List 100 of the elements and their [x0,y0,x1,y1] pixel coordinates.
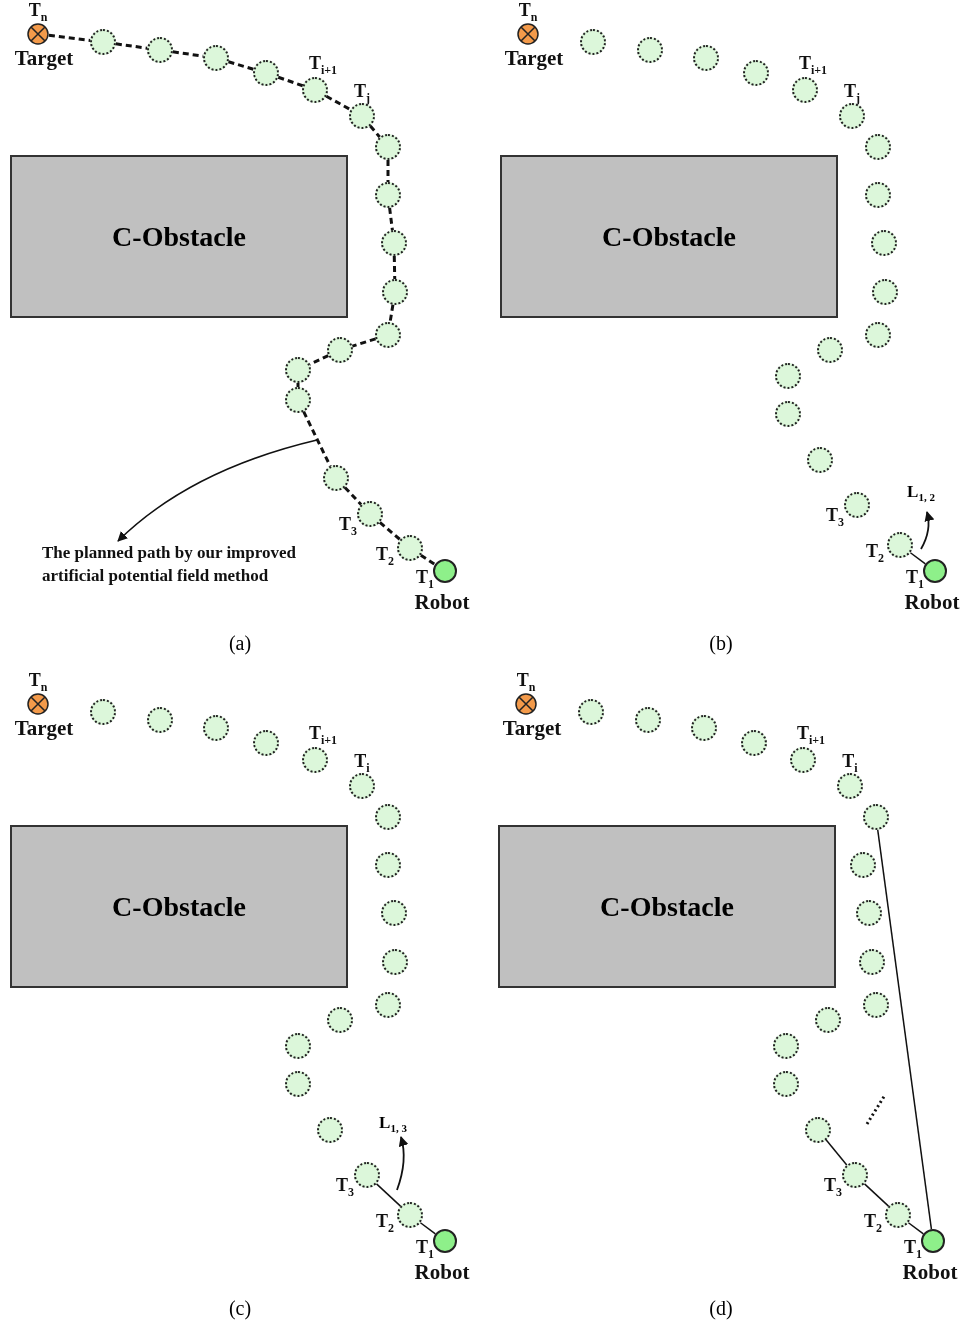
waypoint-label: T$_{1}$ [904,1238,922,1260]
waypoint-circle [349,103,375,129]
waypoint-circle [302,77,328,103]
target-marker [27,23,49,45]
waypoint-label: T$_{i+1}$ [308,54,338,76]
path-line [309,354,329,366]
waypoint-circle [887,532,913,558]
waypoint-label: T$_{n}$ [28,671,48,693]
waypoint-circle [580,29,606,55]
waypoint-label: T$_{1}$ [416,568,434,590]
waypoint-circle [865,182,891,208]
obstacle-box: C-Obstacle [10,825,348,988]
waypoint-circle [203,45,229,71]
path-line [351,337,377,348]
waypoint-circle [578,699,604,725]
waypoint-circle [375,992,401,1018]
robot-circle [921,1229,945,1253]
waypoint-circle [317,1117,343,1143]
waypoint-circle [790,747,816,773]
path-line [48,33,91,42]
path-line [369,125,381,138]
waypoint-label: T$_{n}$ [516,671,536,693]
waypoint-circle [354,1162,380,1188]
connecting-line [877,829,933,1230]
waypoint-label: T$_{i+1}$ [798,54,828,76]
obstacle-box: C-Obstacle [500,155,838,318]
path-line [277,75,304,88]
waypoint-circle [327,337,353,363]
waypoint-circle [203,715,229,741]
waypoint-circle [691,715,717,741]
target-marker [515,693,537,715]
waypoint-circle [842,1162,868,1188]
waypoint-circle [743,60,769,86]
waypoint-circle [773,1071,799,1097]
waypoint-circle [817,337,843,363]
waypoint-label: T$_{2}$ [376,1212,394,1234]
panel-caption: (d) [709,1298,733,1318]
robot-circle [433,559,457,583]
waypoint-label: T$_{2}$ [866,542,884,564]
waypoint-circle [693,45,719,71]
waypoint-circle [285,1033,311,1059]
waypoint-circle [285,387,311,413]
waypoint-circle [147,707,173,733]
waypoint-circle [741,730,767,756]
waypoint-circle [90,29,116,55]
robot-circle [923,559,947,583]
waypoint-circle [382,949,408,975]
panel-caption: (c) [228,1298,252,1318]
waypoint-circle [865,322,891,348]
waypoint-circle [285,1071,311,1097]
path-line [343,486,363,506]
waypoint-circle [375,134,401,160]
robot-label: Robot [414,591,470,613]
waypoint-circle [773,1033,799,1059]
waypoint-label: T$_{i}$ [842,752,858,774]
connecting-line [907,1222,925,1235]
waypoint-circle [382,279,408,305]
target-marker [27,693,49,715]
line-label: L$_{1, 2}$ [907,482,935,504]
waypoint-label: T$_{i}$ [354,752,370,774]
waypoint-label: T$_{1}$ [906,568,924,590]
connecting-line [863,1183,890,1207]
waypoint-circle [375,852,401,878]
note-text: The planned path by our improved artificial potential field method [42,541,342,587]
waypoint-circle [302,747,328,773]
waypoint-circle [850,852,876,878]
waypoint-label: T$_{3}$ [339,515,357,537]
target-label: Target [14,47,74,69]
waypoint-circle [863,804,889,830]
waypoint-label: T$_{3}$ [824,1176,842,1198]
waypoint-circle [775,363,801,389]
waypoint-label: T$_{i+1}$ [308,724,338,746]
waypoint-circle [323,465,349,491]
line-label: L$_{1, 3}$ [379,1113,407,1135]
connecting-line [375,1183,402,1207]
waypoint-circle [253,60,279,86]
connecting-line [909,552,927,565]
robot-label: Robot [902,1261,958,1283]
waypoint-label: T$_{1}$ [416,1238,434,1260]
waypoint-label: T$_{n}$ [518,1,538,23]
waypoint-circle [397,1202,423,1228]
waypoint-circle [147,37,173,63]
obstacle-box: C-Obstacle [498,825,836,988]
leader-line [117,439,318,542]
waypoint-circle [871,230,897,256]
target-label: Target [502,717,562,739]
waypoint-circle [381,230,407,256]
path-line [420,553,436,566]
waypoint-circle [792,77,818,103]
waypoint-label: T$_{n}$ [28,1,48,23]
path-line [296,383,300,387]
connecting-line [419,1222,437,1235]
target-label: Target [504,47,564,69]
path-line [228,60,254,71]
waypoint-circle [357,501,383,527]
robot-label: Robot [904,591,960,613]
waypoint-circle [253,730,279,756]
waypoint-circle [839,103,865,129]
waypoint-circle [90,699,116,725]
waypoint-circle [327,1007,353,1033]
